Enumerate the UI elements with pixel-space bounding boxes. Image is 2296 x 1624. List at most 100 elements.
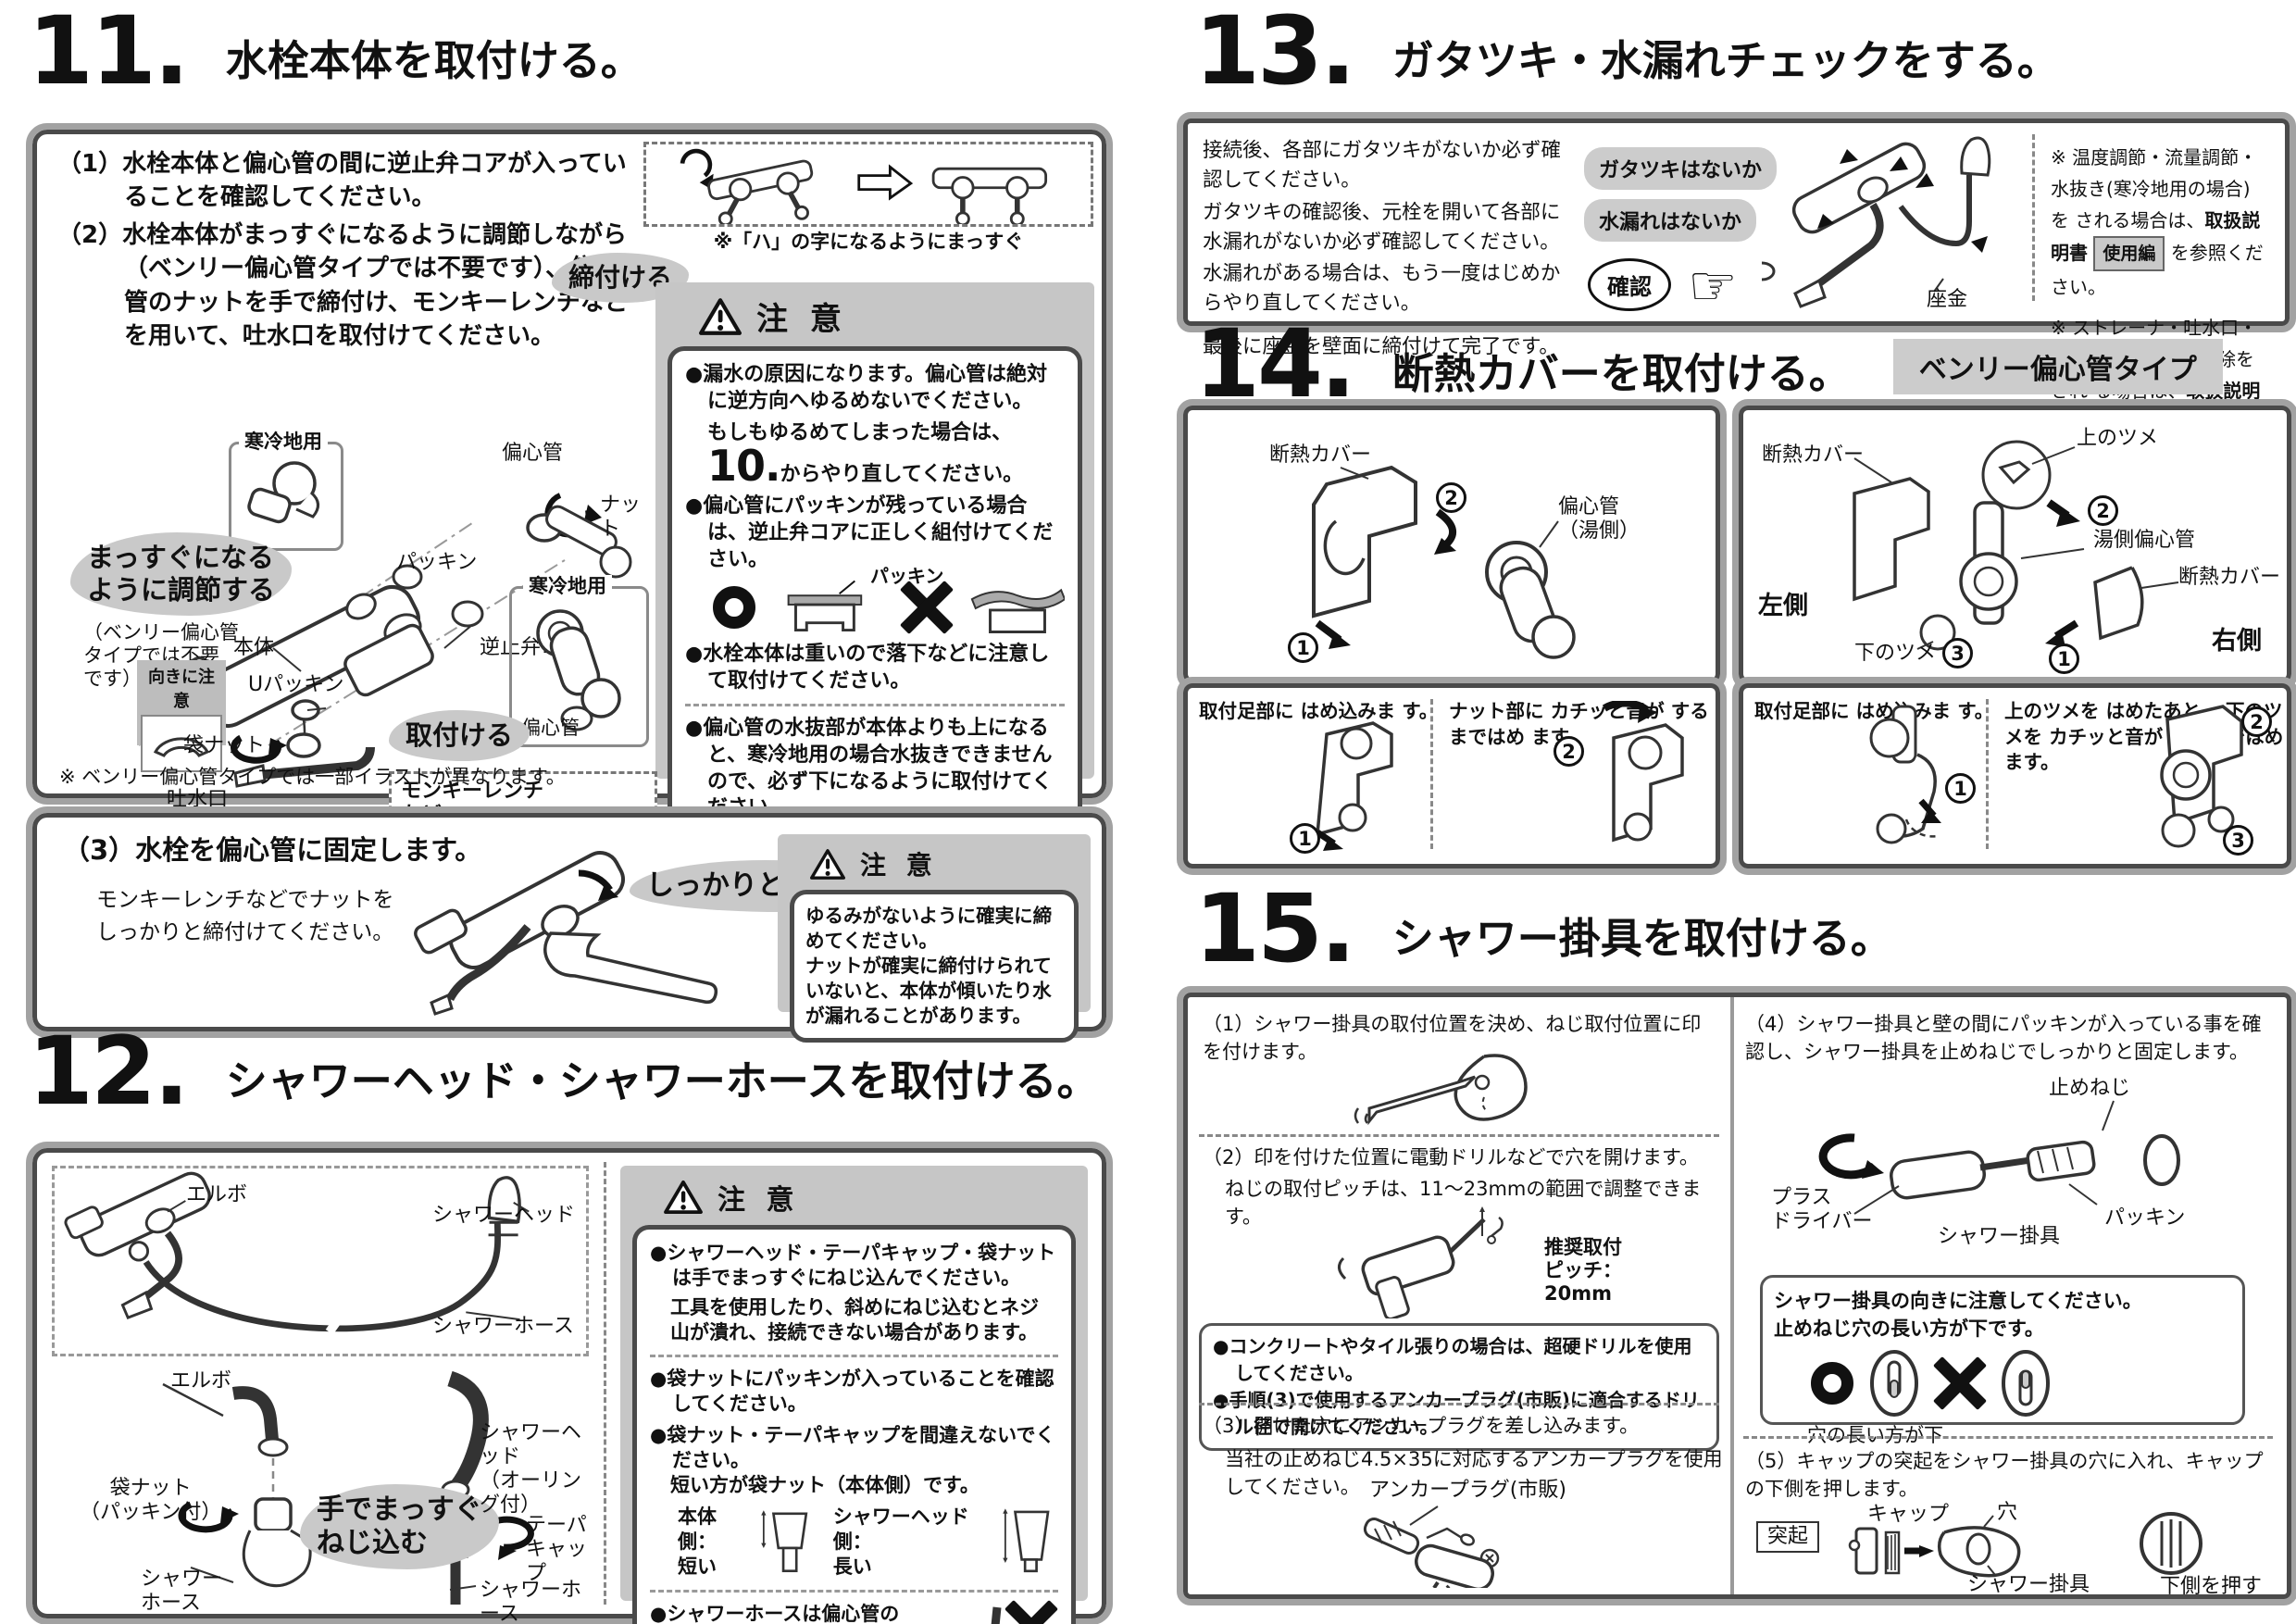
- hanger-step-5: （5）キャップの突起をシャワー掛具の穴に入れ、キャップの下側を押します。: [1745, 1450, 2264, 1501]
- step-2-circle: 2: [2088, 495, 2118, 526]
- section-13-text: 接続後、各部にガタツキがないか必ず確認してください。 ガタツキの確認後、元栓を開…: [1203, 136, 1573, 364]
- cold-region-label-2: 寒冷地用: [523, 575, 612, 598]
- note-1-manual: 取扱説明書: [2051, 209, 2261, 264]
- step-1-circle: 1: [1290, 823, 1320, 854]
- step-3-circle: 3: [2223, 825, 2253, 856]
- section-13-divider: [2032, 134, 2035, 301]
- cold-region-box-1: 寒冷地用: [229, 431, 343, 551]
- section-13-title: ガタツキ・水漏れチェックをする。: [1391, 35, 2059, 85]
- caution-divider: [650, 1589, 1058, 1593]
- caution-item-1b: もしもゆるめてしまった場合は、10.からやり直してください。: [685, 420, 1065, 488]
- fix-step-body: モンキーレンチなどでナットを しっかりと締付けてください。: [96, 888, 394, 944]
- cap-figure: [1848, 1512, 2202, 1578]
- step-2-circle: 2: [1554, 736, 1584, 767]
- section-14-panel-right-bottom: 取付足部に はめ込みま す。 1 上のツメを はめたあと、 下のツメを カチッと…: [1732, 677, 2296, 875]
- adjust-cloud: まっすぐになる ように調節する: [70, 532, 293, 616]
- press-bottom-label: 下側を押す: [2160, 1575, 2263, 1598]
- anchor-plug-label: アンカープラグ(市販): [1369, 1479, 1566, 1502]
- u-packing-figure: [153, 737, 210, 757]
- section-11-number: 11.: [28, 0, 190, 106]
- section-15-panel: （1）シャワー掛具の取付位置を決め、ねじ取付位置に印を付けます。 （2）印を付け…: [1177, 986, 2296, 1605]
- check-figure-area: 座金: [1762, 132, 2021, 311]
- rattle-check-tag: ガタツキはないか: [1584, 147, 1778, 190]
- step-10-reference: 10.: [707, 440, 780, 491]
- fit-foot-text: 取付足部に はめ込みま す。: [1199, 700, 1439, 722]
- section-11-panel: （1）水栓本体と偏心管の間に逆止弁コアが入っていることを確認してください。 （2…: [26, 123, 1113, 906]
- caution-item-3: ●袋ナット・テーパキャップを間違えないでください。: [650, 1423, 1055, 1472]
- check-figure: [1762, 136, 1991, 308]
- caution-body: ●シャワーヘッド・テーパキャップ・袋ナットは手でまっすぐにねじ込んでください。 …: [632, 1225, 1076, 1624]
- fasten-figure: [1818, 1100, 2180, 1215]
- section-12-caution: 注 意 ●シャワーヘッド・テーパキャップ・袋ナットは手でまっすぐにねじ込んでくだ…: [620, 1166, 1088, 1624]
- cap-label: キャップ: [1867, 1503, 1950, 1526]
- cover-figure-left: [1312, 465, 1576, 659]
- insulation-cover-label-2: 断熱カバー: [2178, 566, 2281, 589]
- caution-item-3b: 短い方が袋ナット（本体側）です。: [670, 1474, 980, 1497]
- caution-title: 注 意: [756, 301, 847, 338]
- cap-nut-label: 袋ナット: [183, 734, 266, 757]
- hanger-step-3: （3）開けた穴にアンカープラグを差し込みます。: [1203, 1415, 1640, 1437]
- cap-long-figure: シャワーヘッド側： 長い: [833, 1505, 1058, 1580]
- section-12-number: 12.: [28, 1017, 190, 1127]
- caution-item-4: ●シャワーホースは偏心管の下から 取出してください。: [650, 1602, 900, 1624]
- hand-screw-cloud: 手でまっすぐ ねじ込む: [300, 1484, 499, 1569]
- check-text-2: ガタツキの確認後、元栓を開いて各部に水漏れがないか必ず確認してください。: [1203, 200, 1561, 254]
- section-12-header: 12. シャワーヘッド・シャワーホースを取付ける。: [28, 1017, 1098, 1127]
- alignment-diagram: [680, 148, 1048, 224]
- lower-claw-label: 下のツメ: [1854, 642, 1937, 665]
- section-15-header: 15. シャワー掛具を取付ける。: [1194, 874, 1892, 984]
- insulation-cover-label-1: 断熱カバー: [1762, 443, 1865, 467]
- elbow-label-bottom: エルボ: [170, 1369, 232, 1393]
- caution-item-1: ●漏水の原因になります。偏心管は絶対に逆方向へゆるめないでください。: [685, 363, 1047, 413]
- section-13-panel: 接続後、各部にガタツキがないか必ず確認してください。 ガタツキの確認後、元栓を開…: [1177, 112, 2296, 466]
- caution-title: 注 意: [718, 1184, 800, 1217]
- step-2-text: （2）水栓本体がまっすぐになるように調節しながら（ベンリー偏心管タイプでは不要で…: [57, 220, 629, 350]
- drill-note-box: ●コンクリートやタイル張りの場合は、超硬ドリルを使用してください。 ●手順(3)…: [1199, 1323, 1719, 1451]
- alignment-caption: ※「ハ」の字になるようにまっすぐ: [713, 231, 1024, 253]
- packing-label: パッキン: [396, 551, 478, 574]
- direction-note-1: シャワー掛具の向きに注意してください。: [1774, 1290, 2142, 1312]
- section-12-divider: [604, 1162, 606, 1605]
- packing-correct-figure: [787, 580, 863, 632]
- fix-caution: 注 意 ゆるみがないように確実に締めてください。 ナットが確実に締付けられていな…: [778, 834, 1091, 1043]
- direction-note-box: シャワー掛具の向きに注意してください。 止めねじ穴の長い方が下です。 穴の長い方…: [1760, 1275, 2245, 1446]
- taper-cap-label: テーパ キャップ: [526, 1514, 588, 1585]
- drill-note-1: ●コンクリートやタイル張りの場合は、超硬ドリルを使用してください。: [1213, 1335, 1692, 1384]
- caution-item-1b: 工具を使用したり、斜めにねじ込むとネジ山が潰れ、接続できない場合があります。: [670, 1295, 1040, 1343]
- cap-short-label: 本体側： 短い: [678, 1505, 717, 1579]
- set-screw-label: 止めねじ: [2049, 1077, 2131, 1100]
- shower-head-label-bottom: シャワーヘッド （オーリング付）: [480, 1421, 582, 1517]
- ok-icon: [713, 586, 755, 630]
- step-2-circle: 2: [1436, 482, 1466, 513]
- note-1-post: を参照ください。: [2051, 242, 2264, 299]
- hanger-label-2: シャワー掛具: [1967, 1573, 2090, 1596]
- cold-region-pipe-figure: [536, 609, 621, 731]
- warning-triangle-icon: [664, 1180, 703, 1215]
- check-text-1: 接続後、各部にガタツキがないか必ず確認してください。: [1203, 139, 1562, 193]
- alignment-inset-box: [643, 142, 1093, 227]
- caution-1b-pre: もしもゆるめてしまった場合は、: [707, 421, 1013, 445]
- elbow-label: エルボ: [186, 1183, 248, 1206]
- ng-icon: [902, 582, 952, 632]
- fix-figure: [414, 851, 718, 1016]
- click-nut-text: ナット部に カチッと音が するまではめ ます。: [1449, 700, 1709, 748]
- section-15-number: 15.: [1194, 874, 1356, 984]
- cover-figure-right: [1853, 440, 2179, 651]
- section-13-number: 13.: [1194, 0, 1356, 106]
- fit-foot-figure-2: [1869, 705, 1941, 844]
- slot-down-figure: [1870, 1349, 1918, 1417]
- column-divider: [1730, 997, 1734, 1594]
- marking-figure: [1354, 1054, 1528, 1126]
- eccentric-pipe-label: 偏心管: [502, 442, 564, 465]
- step-1-circle: 1: [2049, 643, 2079, 674]
- slot-caption: 穴の長い方が下: [1807, 1423, 1943, 1446]
- upper-claw-label: 上のツメ: [2077, 427, 2159, 450]
- cap-long-icon: [1003, 1508, 1050, 1572]
- packing-label: パッキン: [2104, 1206, 2186, 1230]
- section-11-instructions: （1）水栓本体と偏心管の間に逆止弁コアが入っていることを確認してください。 （2…: [57, 147, 636, 356]
- caution-header: 注 意: [699, 294, 1082, 339]
- direction-note-2: 止めねじ穴の長い方が下です。: [1774, 1318, 2044, 1341]
- hanger-step-2: （2）印を付けた位置に電動ドリルなどで穴を開けます。: [1203, 1146, 1699, 1168]
- cap-short-figure: 本体側： 短い: [678, 1505, 817, 1580]
- section-14-panel-right-top: 断熱カバー 上のツメ 2 湯側偏心管 断熱カバー 左側 右側 下のツメ 3 1: [1732, 399, 2296, 690]
